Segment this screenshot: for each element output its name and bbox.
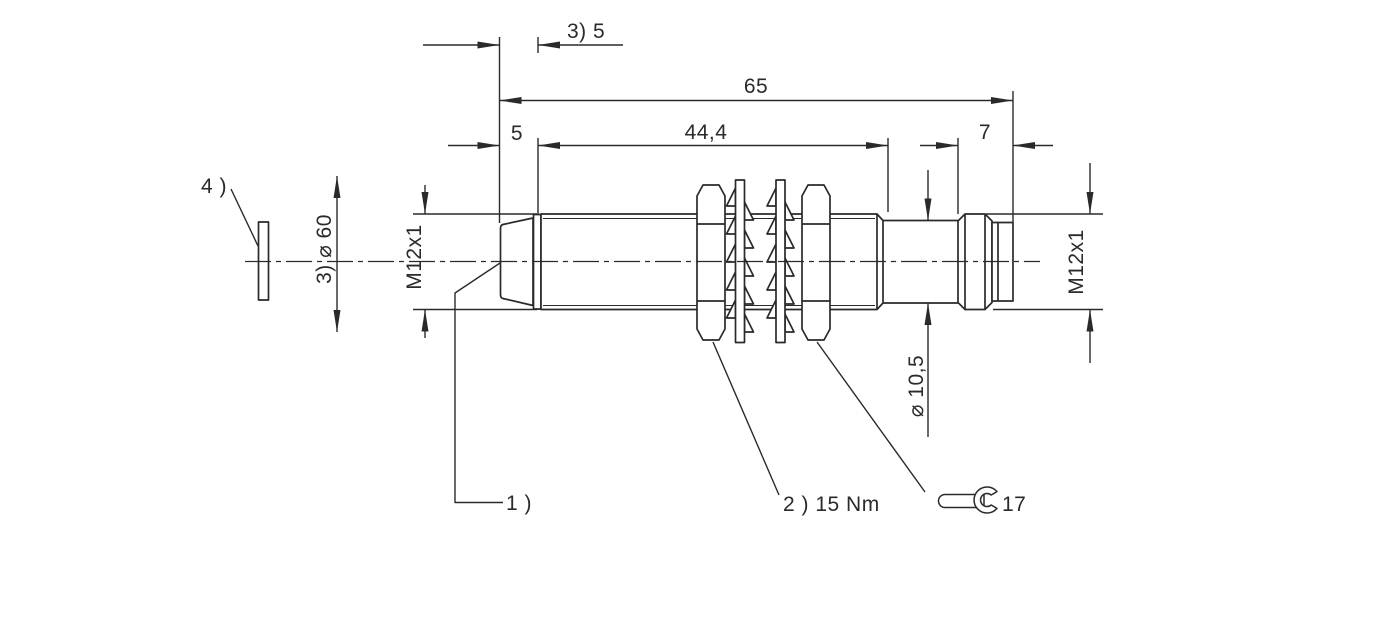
callout-note4: 4 ) <box>201 175 259 247</box>
wrench-size-label: 17 <box>1002 493 1026 516</box>
extension-lines <box>413 37 1103 311</box>
dimension-connector-length: 7 <box>920 121 1053 149</box>
note2-label: 2 ) 15 Nm <box>783 493 880 516</box>
hex-nut-1 <box>696 184 726 341</box>
note4-label: 4 ) <box>201 175 227 198</box>
callout-note2-torque: 2 ) 15 Nm <box>712 341 880 516</box>
overall-length-label: 65 <box>744 75 768 98</box>
target-diameter-label: 3) ⌀ 60 <box>313 214 336 284</box>
dimension-overall-length: 65 <box>499 75 1013 104</box>
callout-wrench-size: 17 <box>816 341 1026 516</box>
body-length-label: 44,4 <box>685 121 728 144</box>
dimension-target-diameter: 3) ⌀ 60 <box>313 176 341 332</box>
dimension-thread-rear: M12x1 <box>1065 163 1094 363</box>
note2-leader <box>712 341 780 496</box>
thread-front-label: M12x1 <box>403 224 426 290</box>
wrench-icon <box>937 486 998 514</box>
dimension-tip-length: 5 <box>448 122 523 149</box>
wrench-leader <box>816 341 926 493</box>
note4-leader <box>230 188 259 247</box>
note1-label: 1 ) <box>506 492 532 515</box>
thread-rear-label: M12x1 <box>1065 229 1088 295</box>
hex-nut-2-outline <box>801 184 831 341</box>
dimension-neck-diameter: ⌀ 10,5 <box>905 170 932 437</box>
neck-diameter-label: ⌀ 10,5 <box>905 355 928 417</box>
tip-length-label: 5 <box>511 122 523 145</box>
note1-leader <box>454 262 503 504</box>
connector-length-label: 7 <box>979 121 991 144</box>
callout-note1: 1 ) <box>454 262 532 515</box>
dimension-body-length: 44,4 <box>538 121 888 149</box>
sensing-distance-label: 3) 5 <box>567 20 605 43</box>
hex-nut-2 <box>801 184 831 341</box>
dimension-thread-front: M12x1 <box>403 185 429 338</box>
dimension-sensing-distance: 3) 5 <box>423 20 623 49</box>
hex-nut-1-outline <box>696 184 726 341</box>
